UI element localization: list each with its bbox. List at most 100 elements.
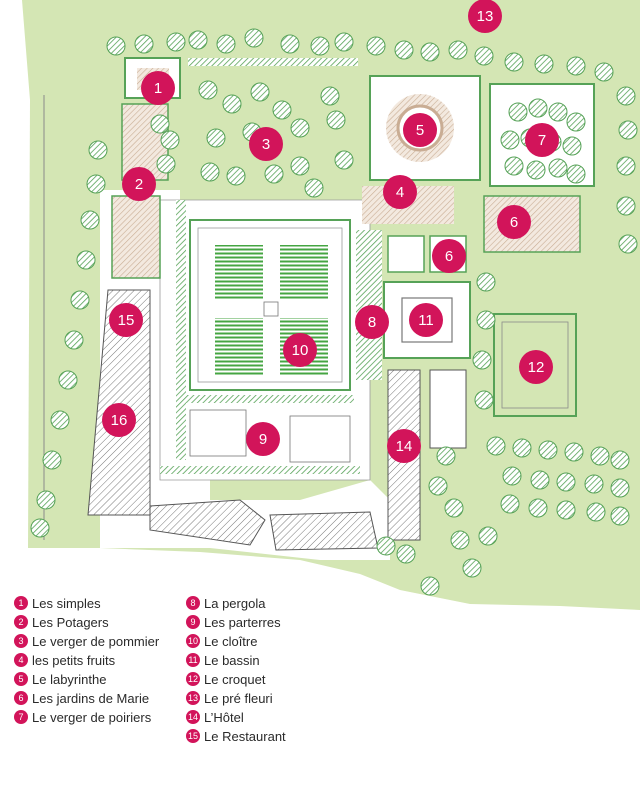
map-marker-5[interactable]: 5 bbox=[403, 113, 437, 147]
map-marker-8[interactable]: 8 bbox=[355, 305, 389, 339]
legend-label: Les simples bbox=[32, 596, 101, 611]
tree bbox=[616, 156, 636, 176]
legend-number-badge: 5 bbox=[14, 672, 28, 686]
tree bbox=[280, 34, 300, 54]
tree bbox=[478, 526, 498, 546]
legend-label: Le verger de poiriers bbox=[32, 710, 152, 725]
parterre-south-hedge bbox=[160, 466, 360, 474]
tree bbox=[160, 130, 180, 150]
tree bbox=[244, 28, 264, 48]
tree bbox=[80, 210, 100, 230]
map-marker-14[interactable]: 14 bbox=[387, 429, 421, 463]
tree bbox=[566, 164, 586, 184]
legend-item: 14 L’Hôtel bbox=[186, 708, 386, 727]
map-marker-12[interactable]: 12 bbox=[519, 350, 553, 384]
legend-label: Le croquet bbox=[204, 672, 266, 687]
tree bbox=[86, 174, 106, 194]
map-marker-circle bbox=[387, 429, 421, 463]
small-garden-a bbox=[387, 235, 425, 273]
tree bbox=[562, 136, 582, 156]
tree bbox=[502, 466, 522, 486]
tree bbox=[58, 370, 78, 390]
map-marker-number: 7 bbox=[538, 132, 546, 149]
tree bbox=[156, 154, 176, 174]
tree bbox=[500, 130, 520, 150]
legend-item: 2 Les Potagers bbox=[14, 613, 174, 632]
tree bbox=[70, 290, 90, 310]
legend-item: 5 Le labyrinthe bbox=[14, 670, 174, 689]
map-marker-number: 9 bbox=[259, 431, 267, 448]
map-marker-circle bbox=[283, 333, 317, 367]
map-marker-number: 10 bbox=[292, 342, 309, 359]
tree bbox=[504, 52, 524, 72]
parterre-left bbox=[189, 409, 247, 457]
map-marker-3[interactable]: 3 bbox=[249, 127, 283, 161]
map-marker-15[interactable]: 15 bbox=[109, 303, 143, 337]
legend-label: Les parterres bbox=[204, 615, 281, 630]
map-marker-2[interactable]: 2 bbox=[122, 167, 156, 201]
east-building bbox=[429, 369, 467, 449]
tree bbox=[586, 502, 606, 522]
legend-number-badge: 15 bbox=[186, 729, 200, 743]
tree bbox=[76, 250, 96, 270]
map-marker-7[interactable]: 7 bbox=[525, 123, 559, 157]
tree bbox=[88, 140, 108, 160]
map-marker-11[interactable]: 11 bbox=[409, 303, 443, 337]
tree bbox=[528, 498, 548, 518]
map-marker-6[interactable]: 6 bbox=[497, 205, 531, 239]
tree bbox=[436, 446, 456, 466]
legend-number-badge: 13 bbox=[186, 691, 200, 705]
map-marker-16[interactable]: 16 bbox=[102, 403, 136, 437]
map-marker-1[interactable]: 1 bbox=[141, 71, 175, 105]
legend-label: L’Hôtel bbox=[204, 710, 244, 725]
tree bbox=[30, 518, 50, 538]
map-marker-10[interactable]: 10 bbox=[283, 333, 317, 367]
legend-item: 11 Le bassin bbox=[186, 651, 386, 670]
tree bbox=[428, 476, 448, 496]
map-marker-4[interactable]: 4 bbox=[383, 175, 417, 209]
legend-item: 4 les petits fruits bbox=[14, 651, 174, 670]
tree bbox=[534, 54, 554, 74]
tree bbox=[566, 112, 586, 132]
tree bbox=[264, 164, 284, 184]
map-marker-circle bbox=[246, 422, 280, 456]
legend-item: 10 Le cloître bbox=[186, 632, 386, 651]
map-marker-9[interactable]: 9 bbox=[246, 422, 280, 456]
tree bbox=[548, 102, 568, 122]
potager-bottom bbox=[111, 195, 161, 279]
legend-number-badge: 8 bbox=[186, 596, 200, 610]
tree bbox=[610, 506, 630, 526]
tree bbox=[474, 390, 494, 410]
tree bbox=[200, 162, 220, 182]
map-marker-6[interactable]: 6 bbox=[432, 239, 466, 273]
cloister-gallery bbox=[197, 227, 343, 383]
legend-label: Les jardins de Marie bbox=[32, 691, 150, 706]
map-marker-circle bbox=[409, 303, 443, 337]
map-marker-number: 1 bbox=[154, 80, 162, 97]
legend-number-badge: 11 bbox=[186, 653, 200, 667]
legend-right-column: 8 La pergola 9 Les parterres 10 Le cloît… bbox=[186, 594, 386, 746]
map-marker-number: 8 bbox=[368, 314, 376, 331]
south-building-left bbox=[149, 499, 266, 546]
tree bbox=[42, 450, 62, 470]
tree bbox=[500, 494, 520, 514]
map-marker-number: 5 bbox=[416, 122, 424, 139]
tree bbox=[36, 490, 56, 510]
tree bbox=[476, 310, 496, 330]
tree bbox=[548, 158, 568, 178]
tree bbox=[472, 350, 492, 370]
legend-number-badge: 7 bbox=[14, 710, 28, 724]
tree bbox=[64, 330, 84, 350]
legend-item: 7 Le verger de poiriers bbox=[14, 708, 174, 727]
tree bbox=[462, 558, 482, 578]
map-marker-13[interactable]: 13 bbox=[468, 0, 502, 33]
cloister-bed-ne bbox=[280, 245, 328, 300]
tree bbox=[528, 98, 548, 118]
tree bbox=[290, 118, 310, 138]
tree bbox=[376, 536, 396, 556]
legend-label: les petits fruits bbox=[32, 653, 116, 668]
tree bbox=[166, 32, 186, 52]
tree bbox=[618, 120, 638, 140]
tree bbox=[590, 446, 610, 466]
